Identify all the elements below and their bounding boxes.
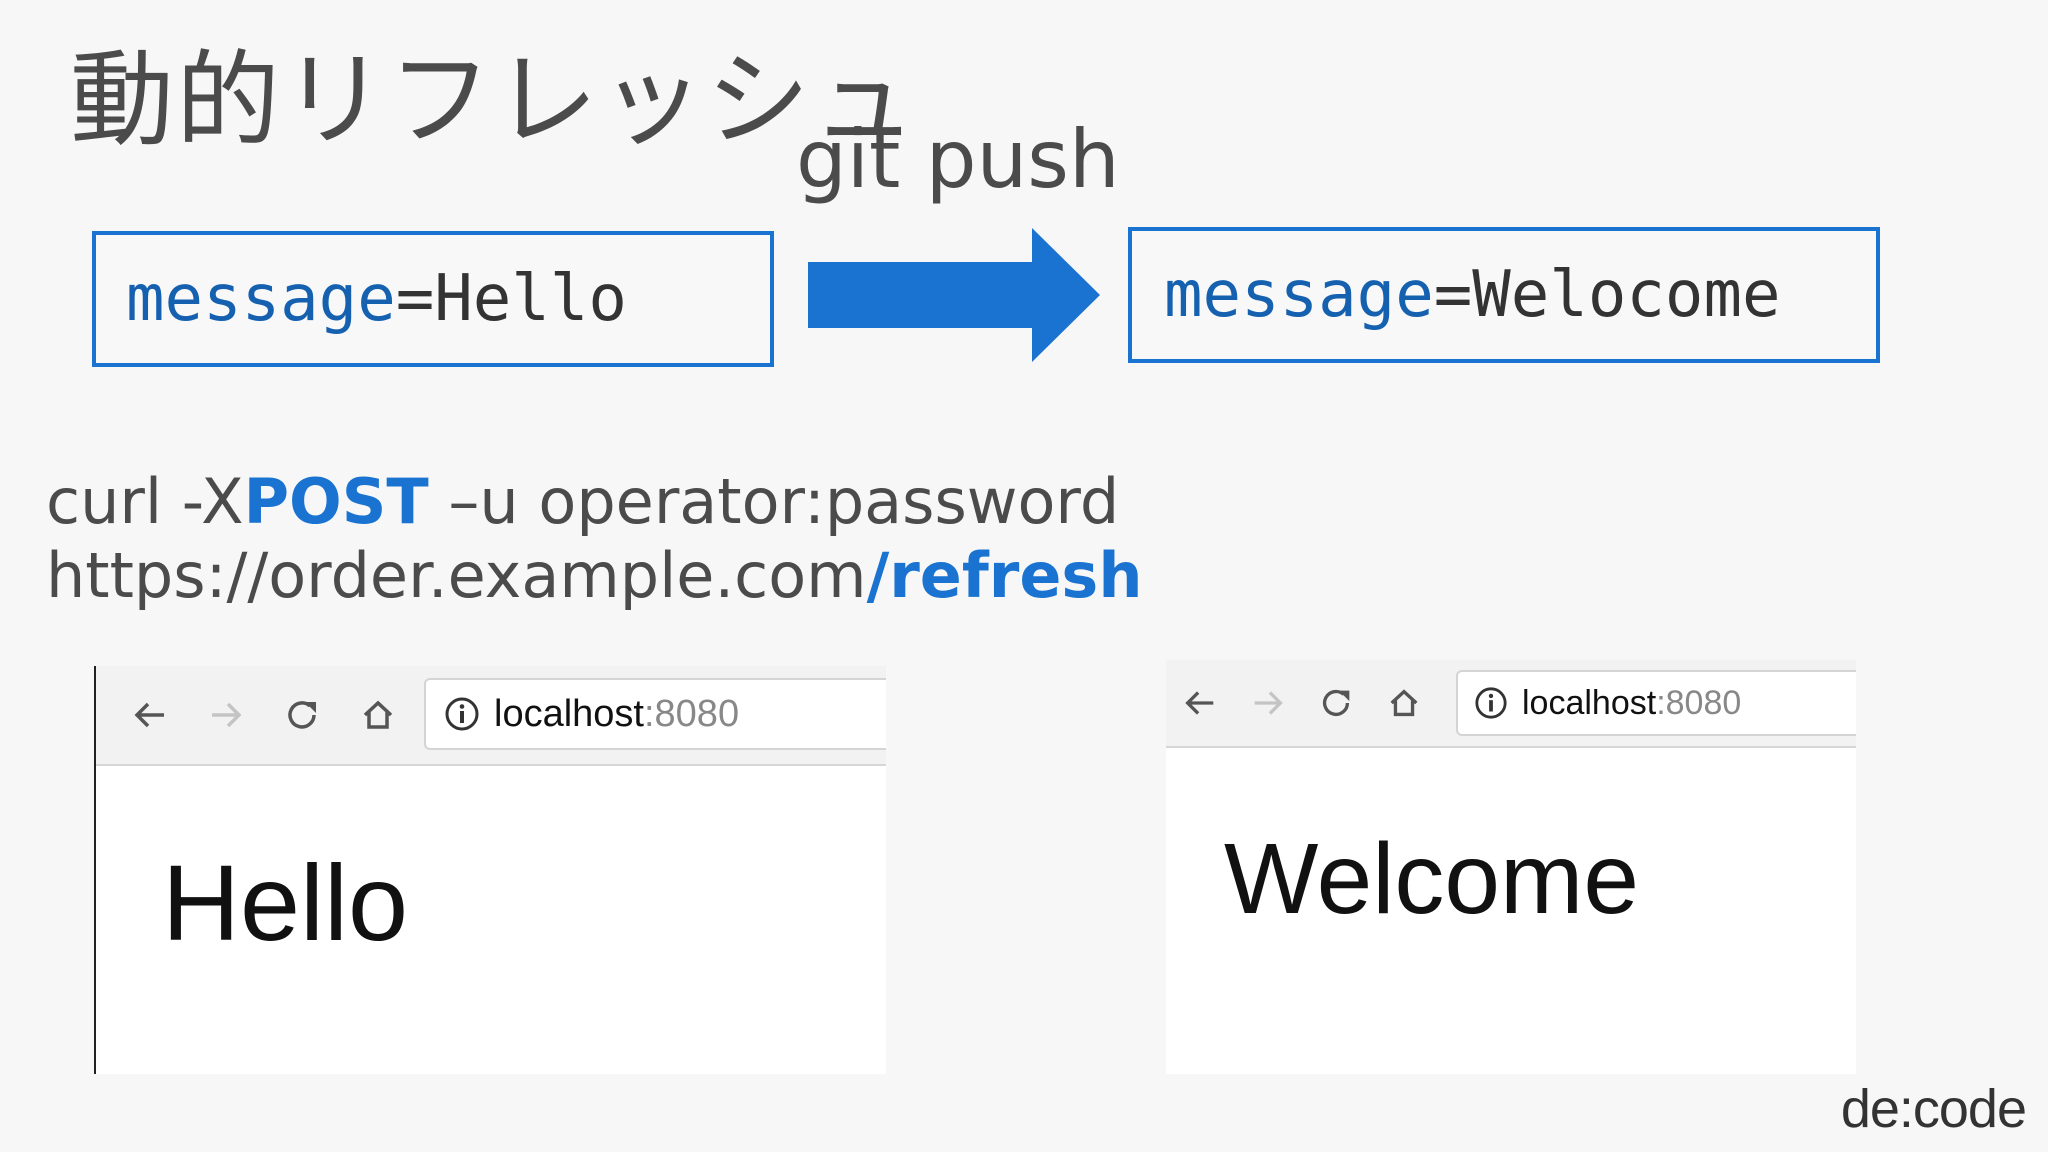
equals-sign: =: [1433, 258, 1473, 332]
right-arrow-icon: [808, 228, 1100, 362]
message-key: message: [126, 262, 396, 336]
info-icon[interactable]: [1474, 686, 1508, 720]
address-bar[interactable]: localhost:8080: [424, 678, 886, 750]
info-icon[interactable]: [444, 696, 480, 732]
url-base: https://order.example.com: [46, 539, 867, 612]
page-content-text: Hello: [162, 842, 409, 963]
page-content-text: Welcome: [1224, 823, 1639, 935]
url-port: :8080: [1656, 683, 1742, 722]
browser-after: localhost:8080 Welcome: [1166, 660, 1856, 1074]
message-value: Welocome: [1472, 258, 1781, 332]
reload-icon[interactable]: [1302, 683, 1370, 723]
equals-sign: =: [395, 262, 435, 336]
reload-icon[interactable]: [264, 694, 340, 736]
browser-toolbar: localhost:8080: [1166, 660, 1856, 748]
curl-credentials: –u operator:password: [428, 465, 1120, 538]
git-push-label: git push: [796, 113, 1120, 206]
address-bar[interactable]: localhost:8080: [1456, 670, 1856, 736]
browser-before: localhost:8080 Hello: [94, 666, 886, 1074]
url-port: :8080: [643, 692, 740, 735]
message-key: message: [1164, 258, 1434, 332]
message-welcome-box: message=Welocome: [1128, 227, 1880, 363]
curl-command: curl -XPOST –u operator:password https:/…: [46, 465, 1142, 613]
home-icon[interactable]: [340, 695, 416, 735]
url-host: localhost: [494, 692, 644, 735]
decode-logo: de:code: [1840, 1079, 2027, 1139]
back-arrow-icon[interactable]: [112, 695, 188, 735]
forward-arrow-icon[interactable]: [188, 695, 264, 735]
message-hello-box: message=Hello: [92, 231, 774, 367]
back-arrow-icon[interactable]: [1166, 684, 1234, 722]
curl-prefix: curl -X: [46, 465, 244, 538]
url-host: localhost: [1522, 683, 1657, 722]
home-icon[interactable]: [1370, 684, 1438, 722]
message-value: Hello: [434, 262, 627, 336]
browser-toolbar: localhost:8080: [96, 666, 886, 766]
http-method: POST: [243, 465, 429, 538]
url-path: /refresh: [866, 539, 1143, 612]
slide-title: 動的リフレッシュ: [70, 39, 919, 161]
forward-arrow-icon[interactable]: [1234, 684, 1302, 722]
curl-line-2: https://order.example.com/refresh: [46, 539, 1142, 613]
curl-line-1: curl -XPOST –u operator:password: [46, 465, 1142, 539]
